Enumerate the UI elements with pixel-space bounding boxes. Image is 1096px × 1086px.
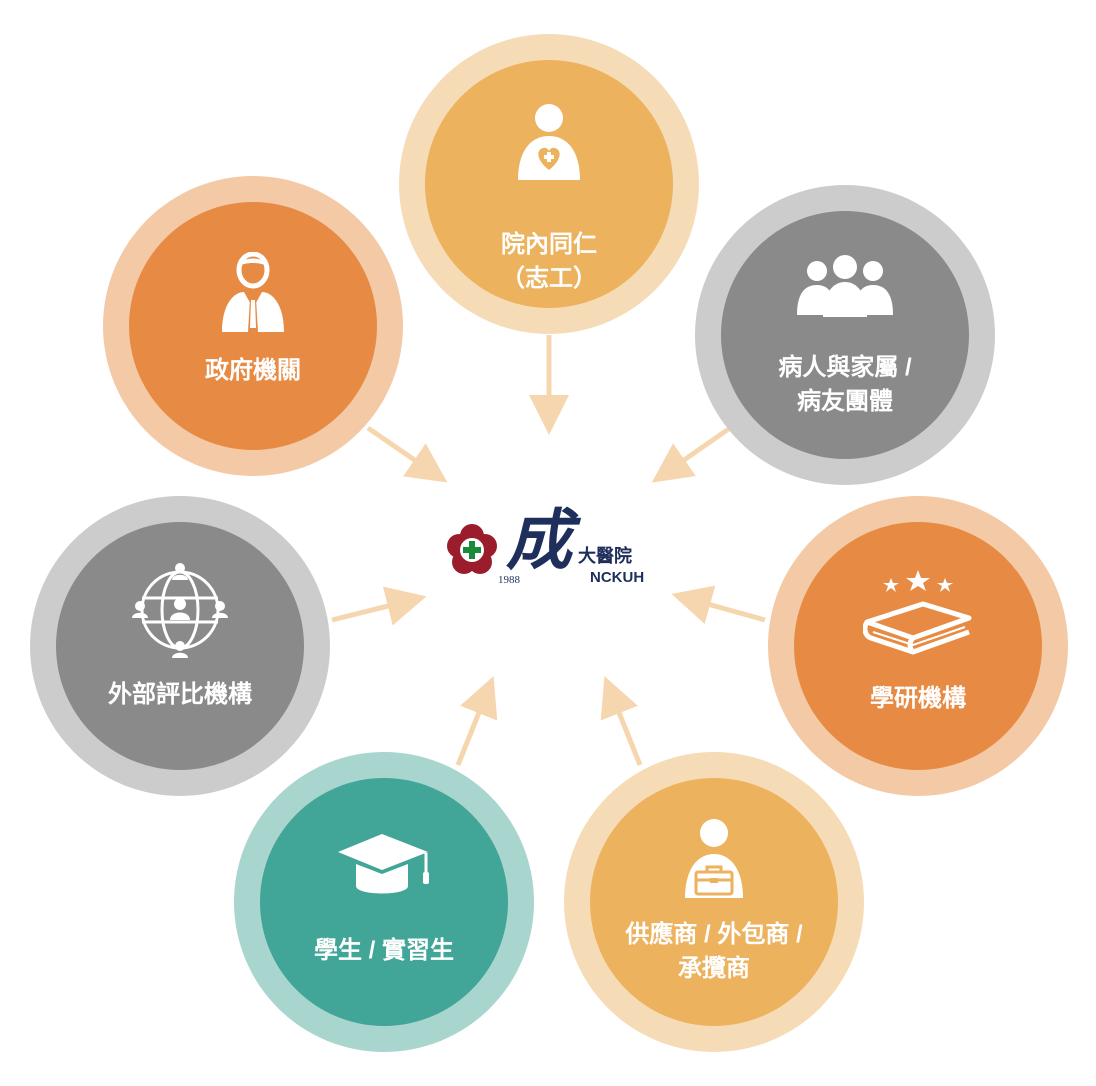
node-external: 外部評比機構 <box>30 496 330 796</box>
node-patients: 病人與家屬 / 病友團體 <box>695 185 995 485</box>
patients-label-line1: 病人與家屬 / <box>778 354 912 381</box>
hospital-emblem-icon <box>447 524 497 574</box>
official-person-icon <box>222 252 284 332</box>
node-students: 學生 / 實習生 <box>234 752 534 1052</box>
suppliers-label-line2: 承攬商 <box>678 955 750 982</box>
arrow-from-patients <box>651 425 732 483</box>
government-label: 政府機關 <box>205 357 301 384</box>
node-research: 學研機構 <box>768 496 1068 796</box>
logo-name-small: 大醫院 <box>578 546 632 567</box>
node-suppliers: 供應商 / 外包商 / 承攬商 <box>564 752 864 1052</box>
arrow-from-research <box>671 585 766 624</box>
arrow-from-external <box>331 586 427 626</box>
logo-calligraphy: 成 <box>506 501 572 579</box>
patients-label-line2: 病友團體 <box>797 388 893 415</box>
node-government: 政府機關 <box>103 176 403 476</box>
logo-brand: NCKUH <box>590 569 645 586</box>
arrow-from-students <box>455 676 498 766</box>
logo-year: 1988 <box>498 574 520 586</box>
arrow-from-government <box>366 425 448 483</box>
external-label: 外部評比機構 <box>108 681 252 708</box>
research-label: 學研機構 <box>870 685 966 712</box>
person-briefcase-icon <box>685 819 743 898</box>
group-people-icon <box>797 255 893 317</box>
graduation-cap-icon <box>338 834 429 894</box>
nckuh-logo: 成 大醫院 NCKUH 1988 <box>446 498 666 598</box>
suppliers-label-line1: 供應商 / 外包商 / <box>625 921 803 948</box>
staff-label-line1: 院內同仁 <box>501 231 597 258</box>
staff-heart-icon <box>518 104 580 180</box>
arrow-from-suppliers <box>600 676 643 766</box>
book-stars-icon <box>863 570 972 655</box>
network-globe-icon <box>132 563 228 658</box>
node-staff: 院內同仁 （志工） <box>399 34 699 334</box>
staff-label-line2: （志工） <box>501 265 597 292</box>
students-label: 學生 / 實習生 <box>313 937 454 964</box>
